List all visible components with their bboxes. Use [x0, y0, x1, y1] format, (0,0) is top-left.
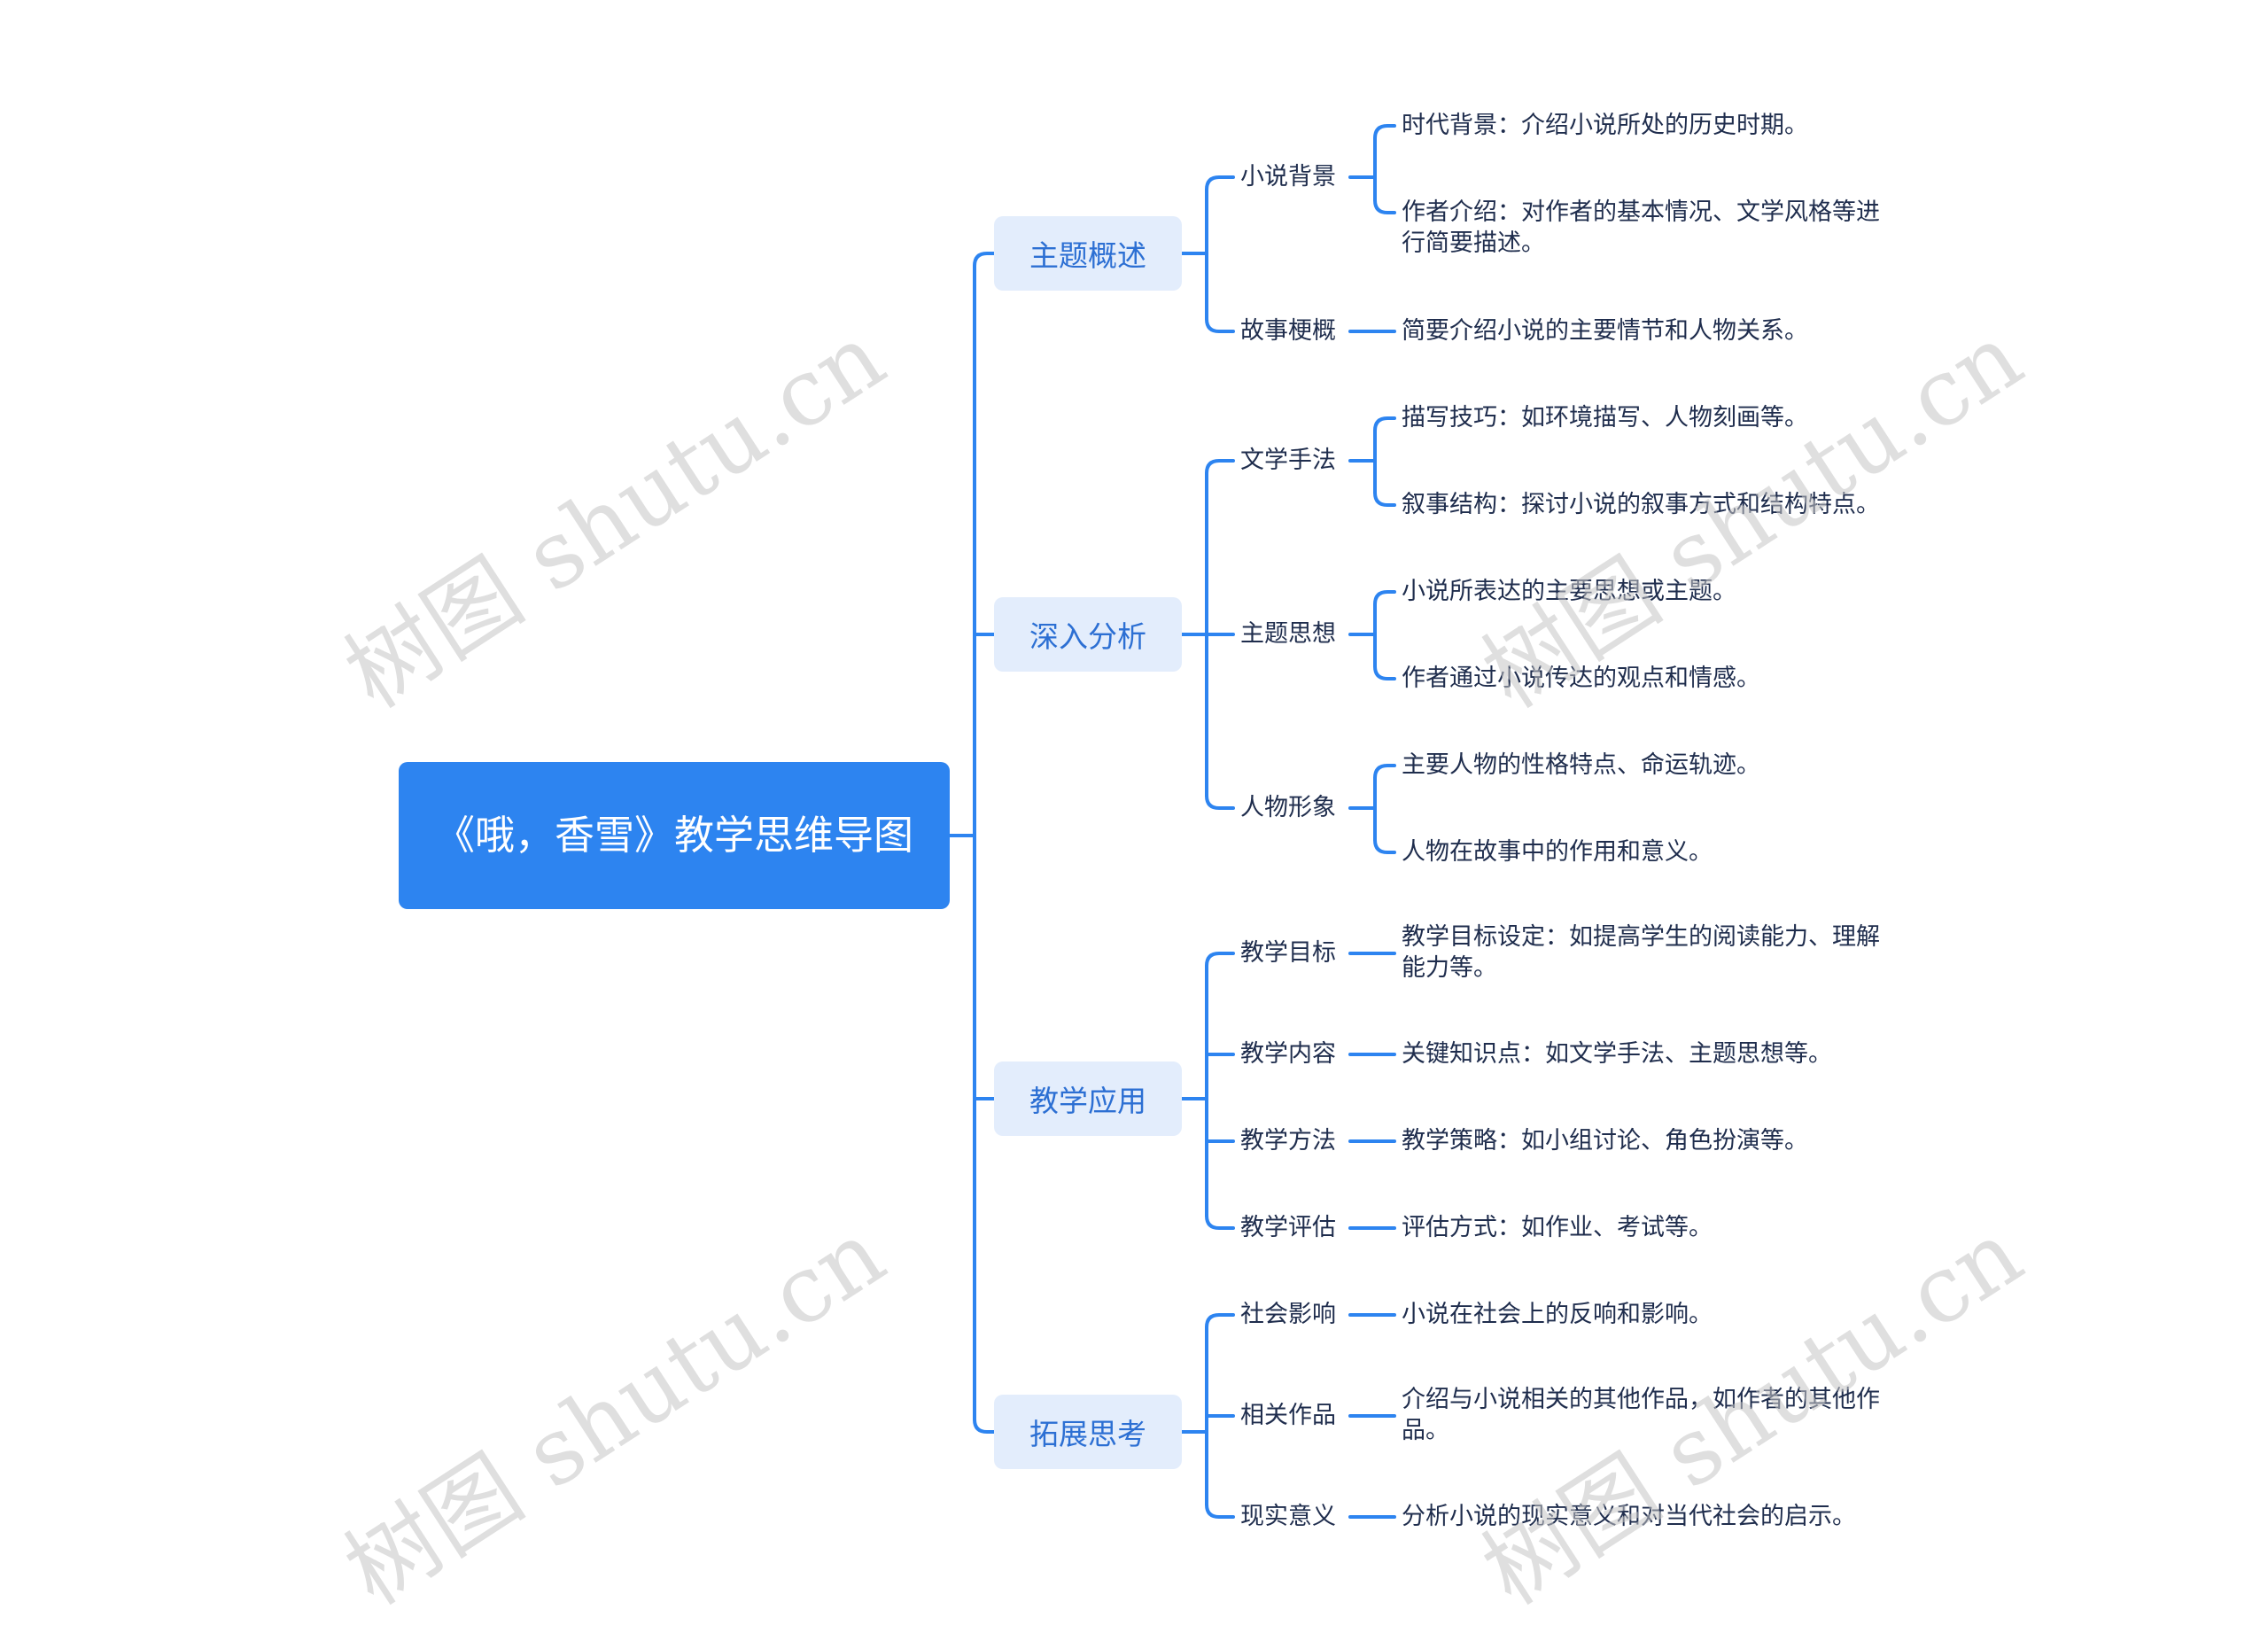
- teaching-link-elbow: [1205, 1214, 1235, 1230]
- leaf-node[interactable]: 小说在社会上的反响和影响。: [1402, 1301, 1713, 1328]
- root-link-elbow: [973, 1418, 996, 1434]
- sub-node[interactable]: 教学方法: [1240, 1127, 1336, 1155]
- leaf-link-elbow: [1373, 198, 1396, 214]
- root-node[interactable]: 《哦，香雪》教学思维导图: [399, 762, 950, 909]
- branch-node-analysis[interactable]: 深入分析: [994, 597, 1182, 672]
- analysis-link-elbow: [1205, 794, 1235, 810]
- root-title: 《哦，香雪》教学思维导图: [434, 812, 913, 859]
- branch-label: 深入分析: [1029, 619, 1146, 654]
- sub-node[interactable]: 社会影响: [1240, 1301, 1336, 1328]
- leaf-node[interactable]: 教学策略：如小组讨论、角色扮演等。: [1402, 1127, 1808, 1155]
- leaf-node[interactable]: 关键知识点：如文学手法、主题思想等。: [1402, 1040, 1832, 1068]
- sub-node[interactable]: 教学评估: [1240, 1214, 1336, 1241]
- leaf-node[interactable]: 简要介绍小说的主要情节和人物关系。: [1402, 317, 1808, 345]
- leaf-node[interactable]: 评估方式：如作业、考试等。: [1402, 1214, 1713, 1241]
- overview-link-elbow: [1205, 175, 1235, 191]
- sub-node[interactable]: 教学内容: [1240, 1040, 1336, 1068]
- sub-node[interactable]: 小说背景: [1240, 163, 1336, 191]
- extension-link-elbow: [1205, 1503, 1235, 1519]
- leaf-link-elbow: [1373, 764, 1396, 780]
- leaf-link-elbow: [1373, 416, 1396, 432]
- teaching-link-elbow: [1205, 952, 1235, 968]
- leaf-node[interactable]: 叙事结构：探讨小说的叙事方式和结构特点。: [1402, 491, 1880, 518]
- sub-node[interactable]: 人物形象: [1240, 794, 1336, 821]
- branch-node-teaching[interactable]: 教学应用: [994, 1061, 1182, 1136]
- leaf-node[interactable]: 分析小说的现实意义和对当代社会的启示。: [1402, 1503, 1856, 1530]
- leaf-node[interactable]: 教学目标设定：如提高学生的阅读能力、理解能力等。: [1402, 923, 1880, 982]
- sub-node[interactable]: 主题思想: [1240, 620, 1336, 648]
- leaf-link-elbow: [1373, 838, 1396, 854]
- branch-label: 拓展思考: [1029, 1417, 1146, 1451]
- branch-node-extension[interactable]: 拓展思考: [994, 1395, 1182, 1469]
- leaf-node[interactable]: 主要人物的性格特点、命运轨迹。: [1402, 751, 1760, 779]
- leaf-node[interactable]: 描写技巧：如环境描写、人物刻画等。: [1402, 404, 1808, 432]
- leaf-link-elbow: [1373, 124, 1396, 140]
- sub-node[interactable]: 现实意义: [1240, 1503, 1336, 1530]
- leaf-node[interactable]: 作者通过小说传达的观点和情感。: [1402, 665, 1760, 692]
- leaf-node[interactable]: 作者介绍：对作者的基本情况、文学风格等进行简要描述。: [1402, 198, 1880, 257]
- overview-link-elbow: [1205, 317, 1235, 333]
- leaf-node[interactable]: 介绍与小说相关的其他作品，如作者的其他作品。: [1402, 1386, 1880, 1444]
- branch-label: 主题概述: [1029, 238, 1146, 273]
- leaf-link-elbow: [1373, 590, 1396, 606]
- root-link-elbow: [973, 252, 996, 268]
- sub-node[interactable]: 文学手法: [1240, 447, 1336, 474]
- branch-node-overview[interactable]: 主题概述: [994, 216, 1182, 291]
- leaf-link-elbow: [1373, 491, 1396, 507]
- sub-node[interactable]: 教学目标: [1240, 939, 1336, 967]
- analysis-link-elbow: [1205, 459, 1235, 475]
- extension-link-elbow: [1205, 1313, 1235, 1329]
- leaf-node[interactable]: 小说所表达的主要思想或主题。: [1402, 578, 1736, 605]
- sub-node[interactable]: 相关作品: [1240, 1402, 1336, 1429]
- leaf-node[interactable]: 人物在故事中的作用和意义。: [1402, 838, 1713, 866]
- sub-node[interactable]: 故事梗概: [1240, 317, 1336, 345]
- leaf-node[interactable]: 时代背景：介绍小说所处的历史时期。: [1402, 112, 1808, 139]
- branch-label: 教学应用: [1029, 1084, 1146, 1118]
- leaf-link-elbow: [1373, 665, 1396, 680]
